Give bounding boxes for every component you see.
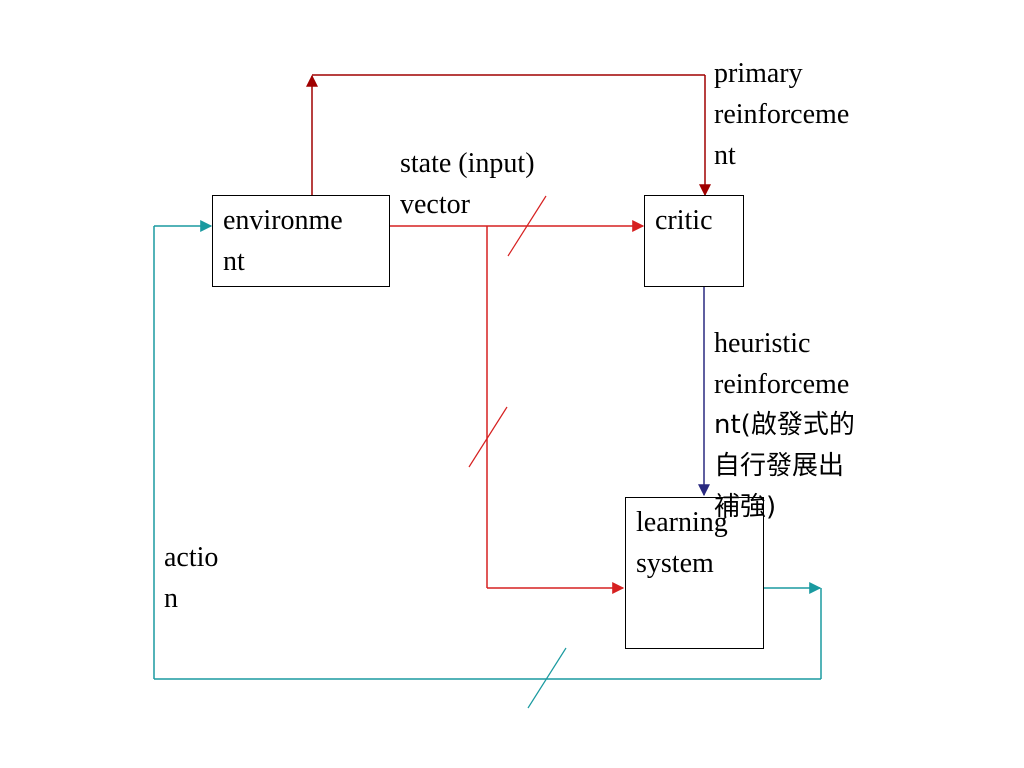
primary-reinforcement-label: primary reinforceme nt bbox=[714, 58, 850, 171]
state-vector-tick-mark bbox=[507, 195, 547, 257]
state-vector-label: state (input) vector bbox=[400, 148, 535, 220]
learning-system-label: learning system bbox=[636, 507, 728, 579]
critic-box: critic bbox=[644, 195, 744, 287]
heuristic-reinforcement-label: heuristic reinforceme nt(啟發式的 自行發展出 補強) bbox=[714, 328, 855, 522]
state-branch-tick-mark bbox=[468, 406, 508, 468]
action-tick-mark bbox=[527, 647, 567, 709]
learning-system-box: learning system bbox=[625, 497, 764, 649]
action-label: actio n bbox=[164, 542, 219, 614]
critic-label: critic bbox=[655, 205, 713, 236]
environment-label: environme nt bbox=[223, 205, 343, 277]
environment-box: environme nt bbox=[212, 195, 390, 287]
